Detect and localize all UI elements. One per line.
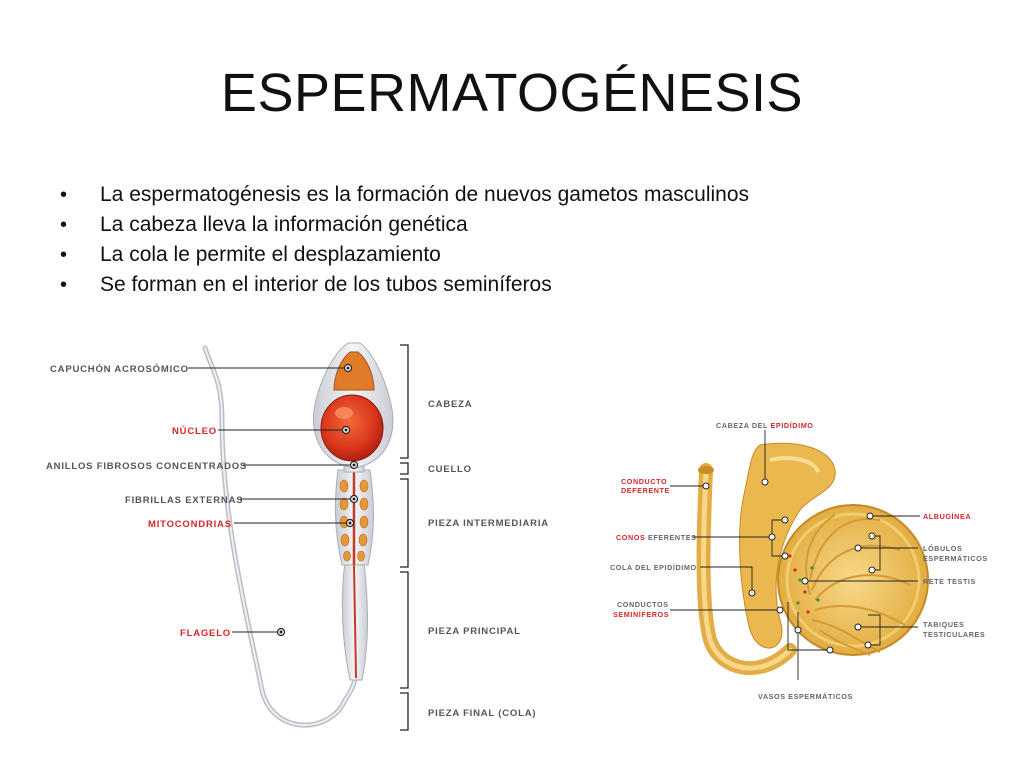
- bullet-item: La espermatogénesis es la formación de n…: [56, 180, 749, 210]
- label-rings: ANILLOS FIBROSOS CONCENTRADOS: [46, 461, 247, 472]
- sperm-illustration: CAPUCHÓN ACROSÓMICO NÚCLEO ANILLOS FIBRO…: [46, 342, 549, 731]
- label-seminiferous-1: CONDUCTOS: [617, 600, 669, 609]
- label-neck: CUELLO: [428, 464, 472, 475]
- nucleus: [320, 394, 384, 462]
- bullet-item: La cola le permite el desplazamiento: [56, 240, 749, 270]
- label-lobules-1: LÓBULOS: [923, 544, 962, 553]
- acrosome: [333, 351, 375, 391]
- label-epididymis-tail: COLA DEL EPIDÍDIMO: [610, 563, 697, 572]
- label-mitochondria: MITOCONDRIAS: [148, 519, 232, 530]
- label-vas-deferens-2: DEFERENTE: [621, 486, 670, 495]
- label-epididymis-head: CABEZA DEL EPIDÍDIMO: [716, 421, 813, 430]
- bullet-list: La espermatogénesis es la formación de n…: [56, 180, 749, 300]
- label-seminiferous-2: SEMINÍFEROS: [613, 610, 669, 619]
- label-end-piece: PIEZA FINAL (COLA): [428, 708, 536, 719]
- label-septa-1: TABIQUES: [923, 620, 964, 629]
- epididymis: [739, 442, 836, 649]
- label-head: CABEZA: [428, 399, 472, 410]
- label-principal-piece: PIEZA PRINCIPAL: [428, 626, 521, 637]
- label-vessels: VASOS ESPERMÁTICOS: [758, 692, 853, 701]
- label-flagellum: FLAGELO: [180, 628, 231, 639]
- vessel-dots: [788, 554, 820, 614]
- label-nucleus: NÚCLEO: [172, 425, 217, 437]
- label-vas-deferens-1: CONDUCTO: [621, 477, 667, 486]
- bullet-item: La cabeza lleva la información genética: [56, 210, 749, 240]
- label-septa-2: TESTICULARES: [923, 630, 985, 639]
- slide-title: ESPERMATOGÉNESIS: [220, 63, 804, 123]
- label-albuginea: ALBUGÍNEA: [923, 512, 971, 521]
- testis-illustration: CABEZA DEL EPIDÍDIMO CONDUCTO DEFERENTE …: [610, 421, 988, 701]
- bullet-item: Se forman en el interior de los tubos se…: [56, 270, 749, 300]
- region-brackets: [400, 344, 409, 731]
- label-rete-testis: RETE TESTIS: [923, 577, 976, 586]
- label-fibrils: FIBRILLAS EXTERNAS: [125, 495, 243, 506]
- label-midpiece: PIEZA INTERMEDIARIA: [428, 518, 549, 529]
- label-lobules-2: ESPERMÁTICOS: [923, 554, 988, 563]
- mitochondria: [339, 479, 369, 562]
- label-acrosome: CAPUCHÓN ACROSÓMICO: [50, 363, 189, 375]
- label-efferent: CONOS EFERENTES: [616, 533, 697, 542]
